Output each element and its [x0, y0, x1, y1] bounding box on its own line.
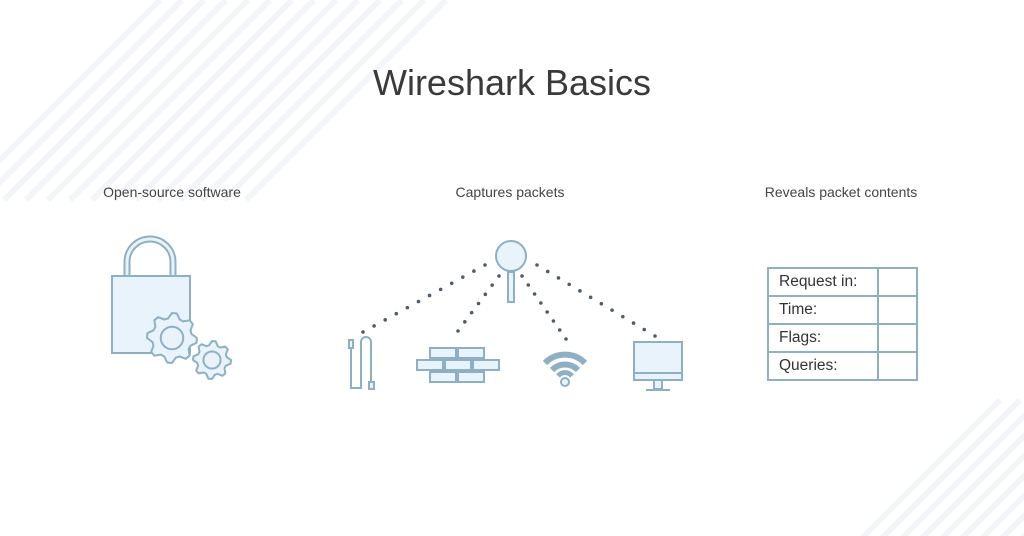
- connection-dot: [621, 314, 625, 319]
- stripe: [111, 0, 317, 203]
- stripe: [899, 411, 1024, 536]
- caption-captures-packets: Captures packets: [455, 184, 565, 200]
- caption-open-source: Open-source software: [103, 184, 241, 200]
- connection-dot: [456, 329, 460, 333]
- row-value: [877, 351, 918, 381]
- connection-dot: [642, 327, 647, 332]
- connection-dot: [545, 269, 550, 274]
- connection-dot: [545, 310, 549, 314]
- table-row: Flags:: [767, 323, 918, 353]
- connection-dot: [476, 301, 481, 306]
- connection-dot: [394, 311, 399, 316]
- stripe: [45, 0, 251, 203]
- stripe: [999, 511, 1024, 536]
- stripe: [133, 0, 339, 203]
- row-label: Request in:: [767, 267, 879, 297]
- small-gear-icon: [192, 340, 232, 380]
- stripe: [67, 0, 273, 203]
- connection-dot: [578, 289, 582, 293]
- connection-dot: [405, 305, 410, 310]
- gears-icon: [146, 312, 232, 380]
- stripe: [959, 471, 1024, 536]
- large-gear-icon: [146, 312, 198, 364]
- row-label: Queries:: [767, 351, 879, 381]
- connection-dot: [438, 287, 443, 292]
- packet-contents-table: Request in: Time: Flags: Queries:: [767, 267, 918, 381]
- table-row: Time:: [767, 295, 918, 325]
- stripe: [155, 0, 361, 203]
- connection-dot: [535, 263, 539, 267]
- connection-dot: [532, 292, 537, 296]
- table-row: Queries:: [767, 351, 918, 381]
- stripe: [177, 0, 383, 203]
- connection-dot: [449, 281, 454, 286]
- connection-dot: [361, 330, 365, 334]
- stripe: [979, 491, 1024, 536]
- page-title: Wireshark Basics: [372, 62, 652, 103]
- connection-dot: [556, 276, 561, 280]
- connection-dot: [599, 301, 604, 306]
- connection-dot: [564, 337, 568, 341]
- table-row: Request in:: [767, 267, 918, 297]
- stripe: [89, 0, 295, 203]
- stripe: [23, 0, 229, 203]
- connection-dot: [653, 334, 657, 338]
- stripe: [1, 0, 207, 203]
- connection-dot: [483, 292, 488, 297]
- connection-dot: [461, 275, 465, 279]
- stripe: [859, 397, 1003, 536]
- connection-dot: [483, 263, 487, 267]
- magnifier-icon: [495, 240, 527, 303]
- stripe: [879, 397, 1023, 536]
- connection-dot: [520, 274, 524, 278]
- stripe: [199, 0, 405, 203]
- dotted-connections: [361, 263, 657, 341]
- connection-dot: [539, 301, 543, 305]
- connection-dot: [427, 293, 432, 298]
- stripe: [0, 0, 163, 165]
- row-label: Time:: [767, 295, 879, 325]
- connection-dot: [416, 299, 421, 304]
- monitor-icon: [633, 341, 683, 391]
- stripe: [919, 431, 1024, 536]
- connection-dot: [567, 282, 571, 287]
- caption-reveals-contents: Reveals packet contents: [764, 184, 918, 200]
- row-value: [877, 295, 918, 325]
- row-label: Flags:: [767, 323, 879, 353]
- connection-dot: [497, 274, 501, 278]
- stripe: [221, 0, 427, 203]
- wifi-icon: [542, 351, 588, 387]
- firewall-icon: [416, 347, 500, 383]
- connection-dot: [383, 318, 387, 322]
- connection-dot: [463, 320, 467, 324]
- connection-dot: [469, 310, 474, 315]
- connection-dot: [472, 269, 476, 273]
- connection-dot: [610, 308, 614, 312]
- connection-dot: [372, 324, 376, 328]
- connection-dot: [588, 295, 593, 300]
- cable-icon: [348, 336, 375, 390]
- row-value: [877, 267, 918, 297]
- row-value: [877, 323, 918, 353]
- connection-dot: [631, 321, 636, 325]
- connection-dot: [557, 328, 562, 332]
- connection-dot: [526, 283, 531, 287]
- stripe: [243, 0, 449, 203]
- connection-dot: [490, 283, 494, 287]
- stripe: [0, 0, 185, 187]
- stripe: [939, 451, 1024, 536]
- connection-dot: [551, 319, 556, 323]
